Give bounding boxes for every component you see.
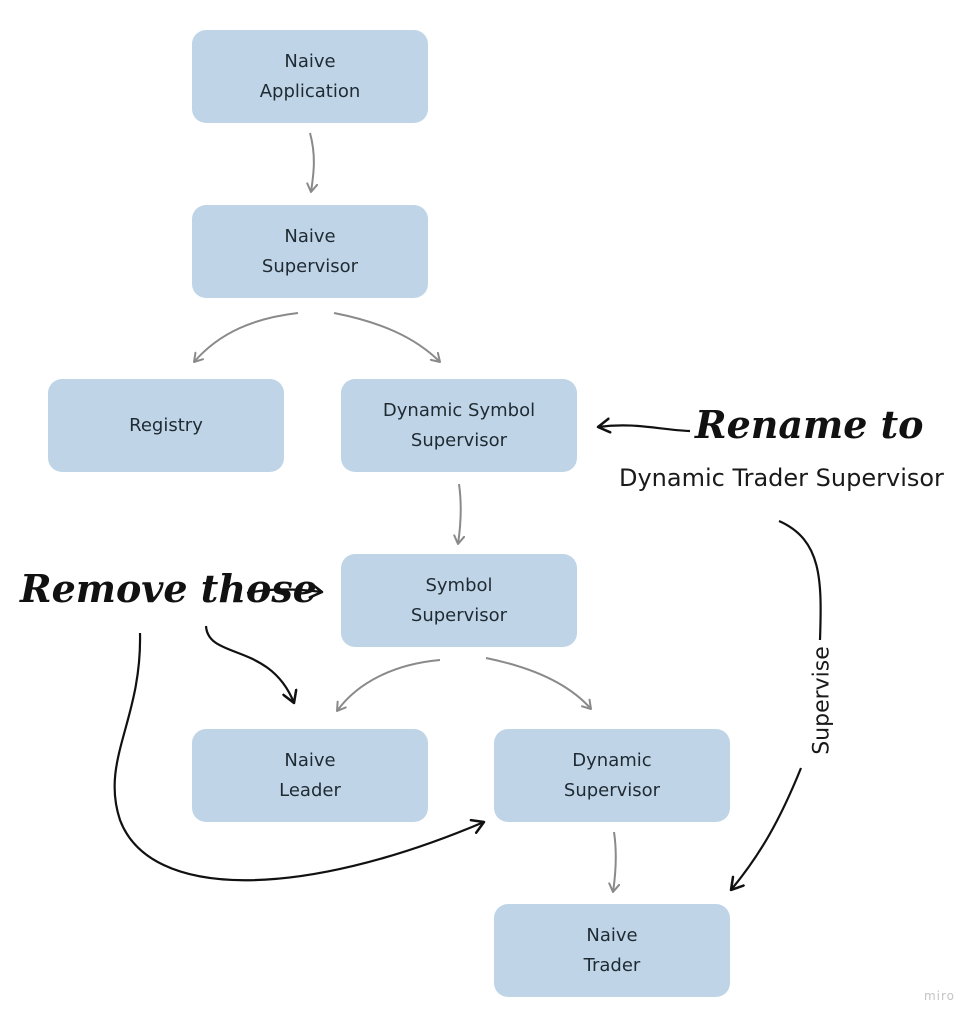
node-label: Symbol Supervisor	[410, 574, 508, 626]
miro-watermark: miro	[923, 989, 955, 1003]
arrow-remove-to-symbol	[246, 590, 322, 594]
node-symbol-supervisor[interactable]: Symbol Supervisor	[341, 554, 577, 647]
annotation-rename-to: Rename to	[695, 402, 924, 447]
node-label: Naive Supervisor	[261, 225, 359, 277]
node-registry[interactable]: Registry	[48, 379, 284, 472]
node-naive-supervisor[interactable]: Naive Supervisor	[192, 205, 428, 298]
arrow-supervise-to-trader	[731, 767, 803, 890]
node-label: Naive Trader	[583, 924, 641, 976]
arrow-supervise	[778, 519, 822, 641]
node-naive-leader[interactable]: Naive Leader	[192, 729, 428, 822]
arrow-dynamic-symbol-to-symbol	[453, 483, 466, 545]
arrow-remove-to-dynamic-supervisor	[113, 632, 484, 882]
arrow-dynamic-supervisor-to-trader	[608, 831, 621, 893]
arrow-supervisor-to-registry	[193, 312, 299, 363]
node-dynamic-supervisor[interactable]: Dynamic Supervisor	[494, 729, 730, 822]
annotation-new-name: Dynamic Trader Supervisor	[619, 464, 944, 492]
node-label: Dynamic Supervisor	[563, 749, 661, 801]
node-label: Dynamic Symbol Supervisor	[382, 399, 536, 451]
arrow-rename-pointer	[598, 425, 691, 431]
arrow-app-to-supervisor	[306, 132, 319, 193]
node-dynamic-symbol-supervisor[interactable]: Dynamic Symbol Supervisor	[341, 379, 577, 472]
annotation-supervise: Supervise	[809, 646, 835, 755]
arrow-supervisor-to-dynamic-symbol	[333, 312, 441, 363]
arrow-symbol-to-leader	[336, 659, 441, 712]
node-label: Naive Application	[259, 50, 361, 102]
node-label: Registry	[129, 414, 203, 436]
arrow-symbol-to-dynamic-supervisor	[485, 657, 592, 710]
arrow-remove-to-leader	[204, 625, 294, 703]
node-label: Naive Leader	[279, 749, 341, 801]
node-naive-application[interactable]: Naive Application	[192, 30, 428, 123]
node-naive-trader[interactable]: Naive Trader	[494, 904, 730, 997]
annotation-remove-those: Remove those	[20, 566, 317, 611]
